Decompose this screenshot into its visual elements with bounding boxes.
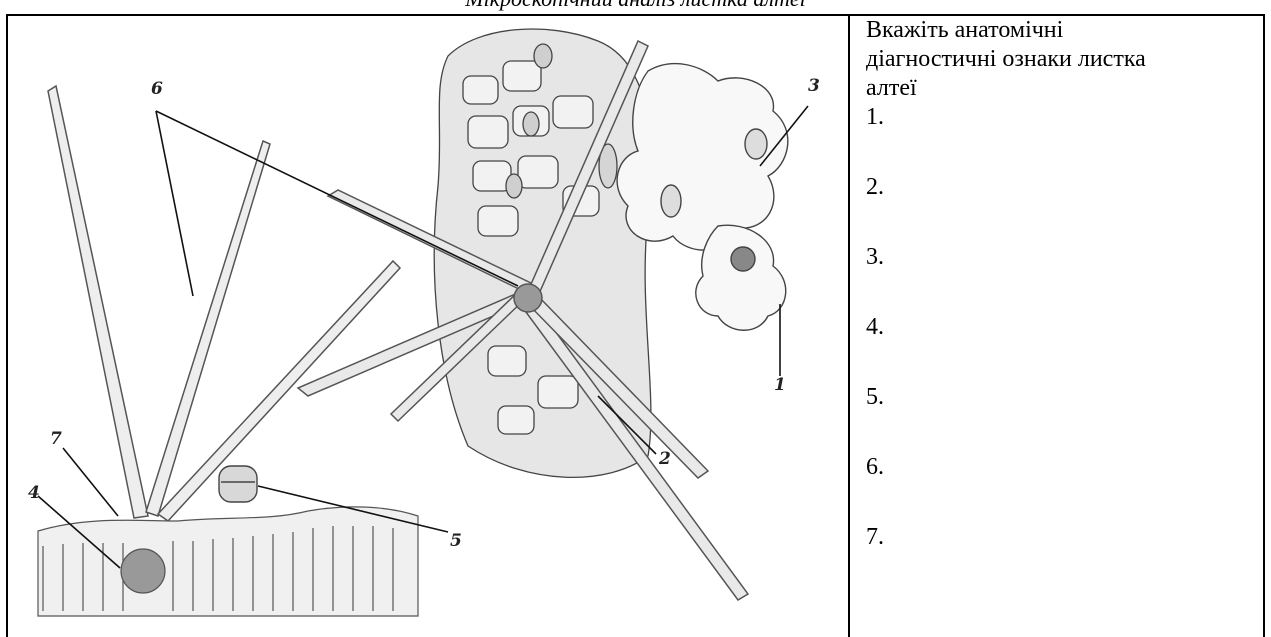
answer-item-3[interactable]: 3. xyxy=(866,243,1261,313)
figure-label-5: 5 xyxy=(450,531,462,551)
leaf-microscopy-drawing: 6 3 1 2 5 7 4 xyxy=(8,16,848,637)
figure-label-4: 4 xyxy=(28,483,40,503)
answer-item-7[interactable]: 7. xyxy=(866,523,1261,593)
figure-label-2: 2 xyxy=(658,449,671,469)
figure-label-6: 6 xyxy=(151,79,163,99)
worksheet-caption: Мікроскопічний аналіз листка алтеї xyxy=(0,0,1271,12)
mesophyll-section xyxy=(38,507,418,616)
figure-label-7: 7 xyxy=(50,429,62,449)
column-divider xyxy=(848,14,850,637)
answer-item-5[interactable]: 5. xyxy=(866,383,1261,453)
simple-hairs xyxy=(48,86,400,521)
answer-panel: Вкажіть анатомічні діагностичні ознаки л… xyxy=(866,16,1261,593)
answer-list: 1. 2. 3. 4. 5. 6. 7. xyxy=(866,103,1261,593)
figure-label-1: 1 xyxy=(774,375,786,395)
figure-label-3: 3 xyxy=(808,76,820,96)
question-line-2: діагностичні ознаки листка xyxy=(866,46,1146,72)
answer-item-2[interactable]: 2. xyxy=(866,173,1261,243)
question-line-3: алтеї xyxy=(866,75,917,101)
answer-item-1[interactable]: 1. xyxy=(866,103,1261,173)
answer-item-6[interactable]: 6. xyxy=(866,453,1261,523)
leaf-microscopy-figure: 6 3 1 2 5 7 4 xyxy=(8,16,848,637)
answer-item-4[interactable]: 4. xyxy=(866,313,1261,383)
glandular-hair xyxy=(219,466,257,502)
question-line-1: Вкажіть анатомічні xyxy=(866,17,1063,43)
question-text: Вкажіть анатомічні діагностичні ознаки л… xyxy=(866,16,1261,103)
